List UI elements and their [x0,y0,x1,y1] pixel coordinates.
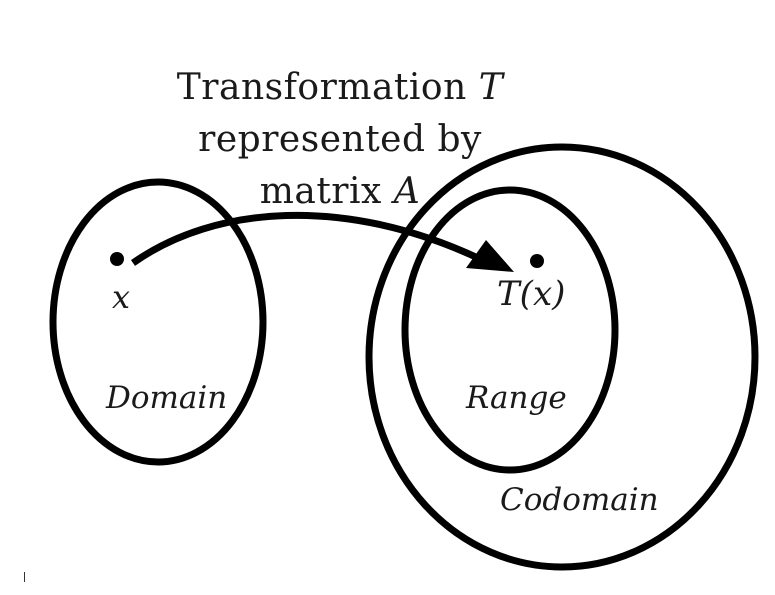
range-ellipse [401,186,619,474]
caption-line-1: Transformation T [120,62,560,114]
caption-line-3-text: matrix [259,171,394,212]
codomain-ellipse [365,143,759,571]
transformation-arrow [130,211,480,266]
margin-tick [24,572,25,582]
point-tx-dot [530,254,544,268]
caption-line-2: represented by [198,119,482,160]
domain-ellipse [49,178,267,466]
point-x-dot [110,252,124,266]
caption-var-a: A [393,171,421,212]
caption-line-3: matrix A [120,166,560,218]
caption-line-1-text: Transformation [176,67,479,108]
caption-var-t: T [478,67,504,108]
transformation-caption: Transformation T represented by matrix A [120,62,560,218]
label-tx: T(x) [497,274,566,314]
label-x: x [112,278,131,316]
arrowhead-icon [466,240,514,272]
label-codomain: Codomain [500,482,659,518]
label-range: Range [466,380,567,416]
label-domain: Domain [106,380,228,416]
